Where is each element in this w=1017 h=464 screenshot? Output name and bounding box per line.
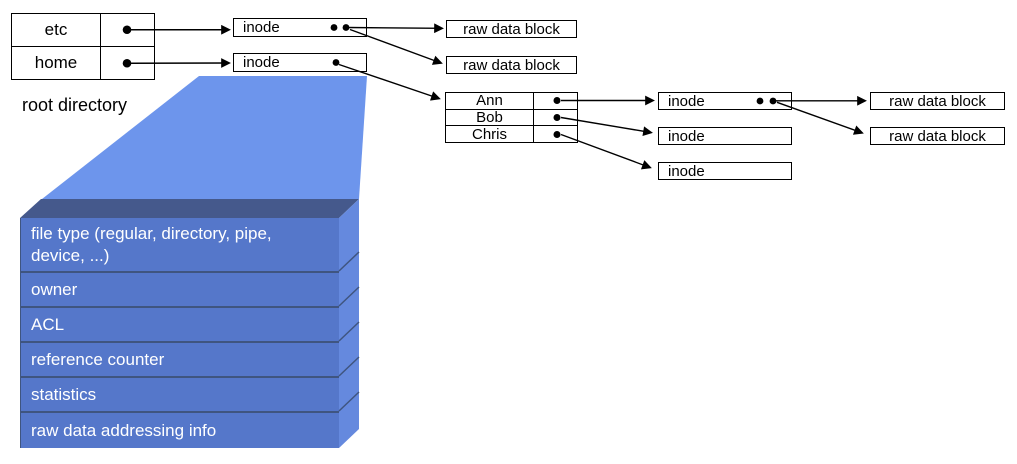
raw-data-block: raw data block: [870, 127, 1005, 145]
inode-label: inode: [668, 162, 705, 180]
inode-box-bob: inode: [658, 127, 792, 145]
dir-entry-pointer-cell: [534, 126, 577, 142]
inode-structure-box: file type (regular, directory, pipe, dev…: [20, 218, 339, 448]
dir-entry-pointer-cell: [101, 14, 154, 46]
raw-data-block-label: raw data block: [463, 20, 560, 38]
raw-data-block: raw data block: [870, 92, 1005, 110]
inode-box-ann: inode: [658, 92, 792, 110]
raw-data-block-label: raw data block: [889, 127, 986, 145]
inode-label: inode: [668, 127, 705, 145]
inode-box-home: inode: [233, 53, 367, 72]
raw-data-block: raw data block: [446, 20, 577, 38]
inode-box-chris: inode: [658, 162, 792, 180]
inode-label: inode: [243, 54, 280, 71]
inode-label: inode: [243, 19, 280, 36]
raw-data-block-label: raw data block: [463, 56, 560, 74]
side-face-separator: [338, 391, 360, 412]
inode-field: ACL: [21, 306, 339, 341]
dir-entry-pointer-cell: [534, 110, 577, 126]
side-face-separator: [338, 251, 360, 272]
inode-field: reference counter: [21, 341, 339, 376]
dir-entry-pointer-cell: [101, 47, 154, 79]
root-directory-caption: root directory: [22, 95, 128, 115]
table-row: etc: [12, 14, 154, 46]
dir-entry-name: home: [12, 47, 101, 79]
inode-field: owner: [21, 271, 339, 306]
inode-structure-top-face: [20, 199, 359, 218]
raw-data-block-label: raw data block: [889, 92, 986, 110]
inode-field: statistics: [21, 376, 339, 411]
table-row: home: [12, 46, 154, 79]
inode-structure-side-face: [339, 199, 359, 448]
inode-field: file type (regular, directory, pipe, dev…: [31, 223, 272, 265]
inode-box-etc: inode: [233, 18, 367, 37]
side-face-separator: [338, 286, 360, 307]
table-row: Ann: [446, 92, 577, 109]
table-row: Bob: [446, 108, 577, 126]
raw-data-block: raw data block: [446, 56, 577, 74]
inode-label: inode: [668, 92, 705, 110]
table-row: Chris: [446, 125, 577, 143]
dir-entry-pointer-cell: [534, 93, 577, 109]
dir-entry-name: etc: [12, 14, 101, 46]
dir-entry-name: Chris: [446, 126, 534, 143]
home-directory-table: Ann Bob Chris: [445, 92, 578, 143]
dir-entry-name: Ann: [446, 92, 534, 109]
root-directory-table: etc home: [11, 13, 155, 80]
inode-field: raw data addressing info: [21, 411, 339, 448]
side-face-separator: [338, 321, 360, 342]
dir-entry-name: Bob: [446, 109, 534, 126]
side-face-separator: [338, 356, 360, 377]
